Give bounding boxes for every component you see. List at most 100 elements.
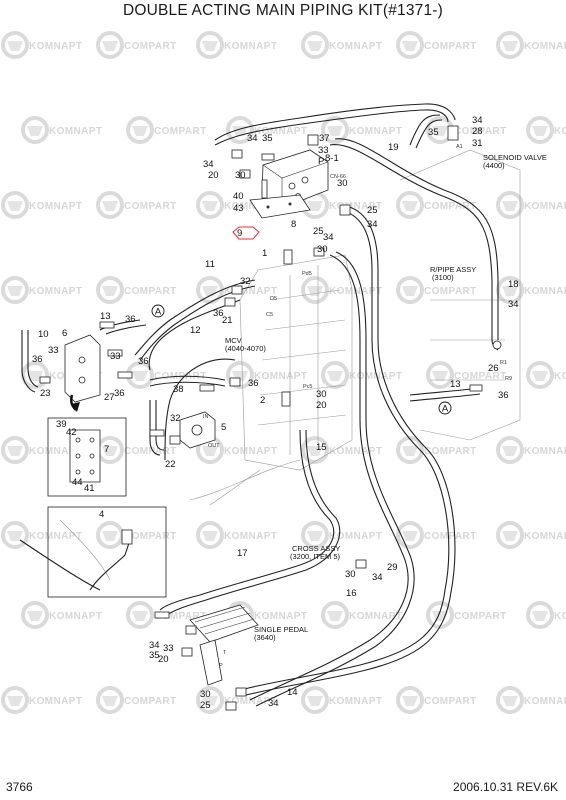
watermark-logo-icon xyxy=(526,361,554,389)
watermark-text: KOMNAPT xyxy=(524,41,566,52)
detail-inset-bracket xyxy=(47,394,127,497)
watermark-logo-icon xyxy=(496,521,524,549)
watermark-text: KOMNAPT xyxy=(29,201,82,212)
watermark-logo-icon xyxy=(496,686,524,714)
watermark-logo-icon xyxy=(1,686,29,714)
highlight-marker xyxy=(232,226,260,240)
part-number-label: 4 xyxy=(99,509,104,520)
part-number-label: 37 xyxy=(319,133,330,144)
detail-inset-harness xyxy=(47,506,167,598)
part-number-label: 44 xyxy=(72,477,83,488)
part-number-label: P xyxy=(318,156,324,167)
part-number-label: 34 xyxy=(472,115,483,126)
watermark-text: COMPART xyxy=(124,201,177,212)
watermark-text: COMPART xyxy=(424,286,477,297)
watermark-logo-icon xyxy=(396,436,424,464)
part-number-label: 35 xyxy=(428,127,439,138)
watermark-logo-icon xyxy=(426,361,454,389)
part-number-label: 29 xyxy=(387,562,398,573)
part-number-label: 28 xyxy=(472,126,483,137)
watermark-text: KOMNAPT xyxy=(524,446,566,457)
component-callout: (4040-4070) xyxy=(225,344,266,353)
part-number-label: 36 xyxy=(125,314,136,325)
part-number-label: 27 xyxy=(104,392,115,403)
part-number-label: 35 xyxy=(149,650,160,661)
part-number-label: 34 xyxy=(203,159,214,170)
watermark-text: KOMNAPT xyxy=(329,696,382,707)
part-number-label: 32 xyxy=(170,413,181,424)
part-number-label: 2 xyxy=(260,395,265,406)
watermark-text: KOMNAPT xyxy=(524,531,566,542)
part-number-label: 34 xyxy=(247,133,258,144)
watermark-text: KOMNAPT xyxy=(224,201,277,212)
part-number-label: 33 xyxy=(318,145,329,156)
part-number-label: 36 xyxy=(213,308,224,319)
watermark-text: COMPART xyxy=(124,286,177,297)
part-number-label: 36 xyxy=(498,390,509,401)
watermark-logo-icon xyxy=(96,436,124,464)
watermark-text: KOMNAPT xyxy=(49,611,102,622)
part-number-label: 38 xyxy=(173,384,184,395)
part-number-label: 11 xyxy=(205,259,215,270)
part-number-label: 21 xyxy=(222,315,233,326)
watermark-logo-icon xyxy=(301,276,329,304)
part-number-label: 30 xyxy=(337,178,348,189)
watermark-logo-icon xyxy=(396,686,424,714)
watermark-text: KOMNAPT xyxy=(49,126,102,137)
watermark-text: KOMNAPT xyxy=(349,611,402,622)
part-number-label: 12 xyxy=(190,325,201,336)
part-number-label: 41 xyxy=(84,483,95,494)
watermark-text: COMPART xyxy=(124,696,177,707)
port-label: Pd5 xyxy=(302,271,312,277)
watermark-text: COMPART xyxy=(424,531,477,542)
watermark-logo-icon xyxy=(96,686,124,714)
part-number-label: 32 xyxy=(240,276,251,287)
part-number-label: 36 xyxy=(248,378,259,389)
watermark-logo-icon xyxy=(21,116,49,144)
watermark-text: KOMNAPT xyxy=(349,126,402,137)
part-number-label: 26 xyxy=(488,363,499,374)
page-title: DOUBLE ACTING MAIN PIPING KIT(#1371-) xyxy=(122,2,444,19)
part-number-label: 18 xyxy=(508,279,519,290)
watermark-logo-icon xyxy=(196,191,224,219)
part-number-label: 30 xyxy=(235,170,246,181)
pipes xyxy=(19,103,499,707)
part-number-label: 34 xyxy=(367,219,378,230)
mcv-body xyxy=(239,254,353,471)
svg-text:A: A xyxy=(155,307,162,318)
watermark-logo-icon xyxy=(96,276,124,304)
watermark-text: KOMNAPT xyxy=(254,126,307,137)
part-number-label: 30 xyxy=(345,569,356,580)
part-number-label: 30 xyxy=(200,689,211,700)
part-number-label: 20 xyxy=(208,170,219,181)
part-number-label: 20 xyxy=(158,654,169,665)
part-number-label: 36 xyxy=(32,354,43,365)
part-number-label: 36 xyxy=(114,388,125,399)
watermark-logo-icon xyxy=(396,276,424,304)
watermark-text: KOMNAPT xyxy=(29,41,82,52)
watermark-logo-icon xyxy=(496,31,524,59)
watermark-text: COMPART xyxy=(154,126,207,137)
watermark-logo-icon xyxy=(96,31,124,59)
part-number-label: 19 xyxy=(388,142,399,153)
part-number-label: 7 xyxy=(104,444,109,455)
watermark-text: COMPART xyxy=(454,371,507,382)
watermark-logo-icon xyxy=(1,31,29,59)
page-number: 3766 xyxy=(6,780,33,794)
part-number-label: 9 xyxy=(237,228,242,239)
watermark-text: KOMNAPT xyxy=(224,446,277,457)
part-number-label: 15 xyxy=(316,442,327,453)
part-number-label: 35 xyxy=(262,133,273,144)
watermark-logo-icon xyxy=(301,686,329,714)
port-label: CN-66 xyxy=(330,174,346,180)
component-callout: (3100) xyxy=(432,273,454,282)
watermark-text: COMPART xyxy=(124,446,177,457)
watermark-logo-icon xyxy=(126,601,154,629)
watermark-text: KOMNAPT xyxy=(254,611,307,622)
watermark-logo-icon xyxy=(1,276,29,304)
watermark-text: COMPART xyxy=(154,611,207,622)
watermark-text: KOMNAPT xyxy=(224,531,277,542)
